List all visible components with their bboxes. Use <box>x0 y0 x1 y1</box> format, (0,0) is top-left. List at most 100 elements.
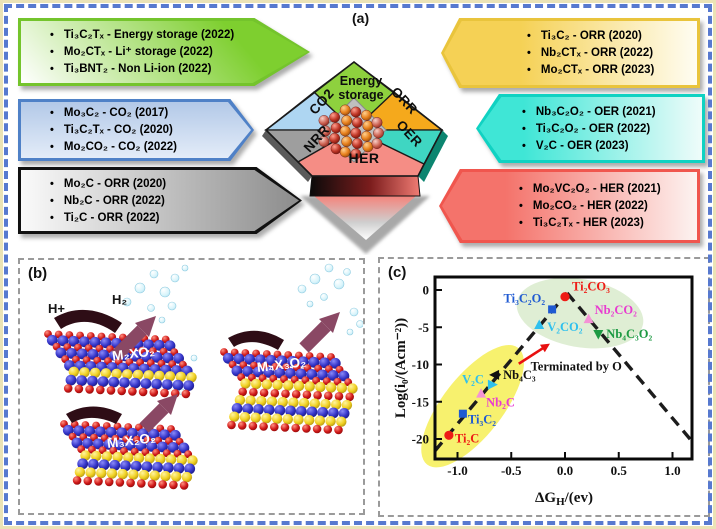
proton-arrow-slab1 <box>54 309 122 333</box>
slab-sphere <box>280 423 290 432</box>
slab-sphere <box>323 425 333 434</box>
slab-sphere <box>320 398 331 410</box>
cluster-sphere <box>318 136 330 147</box>
cluster-sphere <box>351 117 363 128</box>
banner-item: Ti₃C₂Tₓ - CO₂ (2020) <box>50 122 177 139</box>
banner-co2: Mo₃C₂ - CO₂ (2017) Ti₃C₂Tₓ - CO₂ (2020) … <box>18 99 254 161</box>
cluster-sphere <box>360 109 372 121</box>
slab-sphere <box>291 390 301 399</box>
slab-sphere <box>137 479 146 488</box>
mxene-atom-cluster <box>318 104 384 160</box>
slab-sphere <box>164 340 176 352</box>
slab-sphere <box>74 384 84 394</box>
x-axis-label: ΔGH/(ev) <box>535 490 593 508</box>
slab-sphere <box>263 404 275 416</box>
slab-sphere <box>285 405 296 417</box>
slab-sphere <box>92 438 104 450</box>
point-label: Ti₂C <box>455 431 479 445</box>
x-tick-label: 1.0 <box>664 463 680 478</box>
cluster-sphere <box>339 125 351 137</box>
x-axis-label-sub: H <box>556 496 565 508</box>
slab-sphere <box>336 382 347 394</box>
cluster-sphere <box>362 120 374 132</box>
slab-sphere <box>253 404 264 415</box>
volcano-line <box>433 291 569 452</box>
slab-sphere <box>287 355 298 367</box>
slab-sphere <box>94 477 103 486</box>
slab-sphere <box>271 413 283 424</box>
y-tick-label: 0 <box>423 283 430 298</box>
application-diamond: Energy storage CO2 ORR NRR OER HER <box>255 55 465 255</box>
slab-sphere <box>144 453 155 464</box>
bubble <box>309 273 321 285</box>
slab-sphere <box>79 367 90 378</box>
slab-sphere <box>55 347 67 359</box>
y-tick-label: -5 <box>418 320 429 335</box>
slab-sphere <box>250 412 261 423</box>
slab-sphere <box>137 428 149 440</box>
cluster-sphere <box>330 122 342 134</box>
slab-sphere <box>295 406 307 417</box>
slab-sphere <box>71 437 83 449</box>
slab-sphere <box>293 414 304 425</box>
bubble <box>324 263 334 273</box>
slab-sphere <box>87 349 99 360</box>
slab-sphere <box>231 403 243 414</box>
x-tick-label: -0.5 <box>501 463 522 478</box>
cluster-sphere <box>318 115 330 126</box>
slab-sphere <box>149 470 160 481</box>
slab-sphere <box>317 407 329 418</box>
slab-sphere <box>252 366 264 378</box>
slab-sphere <box>263 367 275 378</box>
bubble <box>181 264 189 272</box>
slab-sphere <box>146 441 158 452</box>
slab-sphere <box>124 440 136 451</box>
slab-sphere <box>347 383 358 394</box>
slab-sphere <box>141 351 152 363</box>
x-axis-label-rest: /(ev) <box>564 490 593 506</box>
banner-item: Ti₃C₂Tₓ - HER (2023) <box>519 215 661 232</box>
slab-sphere <box>222 352 234 364</box>
slab-sphere <box>233 353 245 365</box>
cluster-sphere <box>350 127 362 139</box>
slab-sphere <box>255 354 266 366</box>
banner-item: Mo₃C₂ - CO₂ (2017) <box>50 105 177 122</box>
slab-sphere <box>245 395 256 406</box>
slab-sphere <box>306 406 318 418</box>
slab-sphere <box>227 420 236 430</box>
slab-sphere <box>183 380 195 391</box>
slab-sphere <box>158 480 167 489</box>
slab-sphere <box>96 467 107 479</box>
point-Ti₃C₂O₂ <box>548 305 557 314</box>
bubble <box>356 320 363 328</box>
terminated-arrowhead <box>539 343 550 353</box>
banner-item-list: Mo₂C - ORR (2020) Nb₂C - ORR (2022) Ti₂C… <box>50 176 166 227</box>
slab-sphere <box>108 376 120 388</box>
bubble <box>343 268 351 276</box>
slab-sphere <box>100 337 112 349</box>
slab-sphere <box>291 423 301 433</box>
slab-sphere <box>288 397 299 408</box>
slab-sphere <box>181 389 191 399</box>
slab-sphere <box>101 451 113 462</box>
slab-sphere <box>238 387 247 397</box>
slab-sphere <box>68 366 80 377</box>
slab-sphere <box>114 439 126 451</box>
slab-sphere <box>104 477 114 487</box>
slab-sphere <box>123 452 134 463</box>
banner-orr-terminated: Ti₃C₂ - ORR (2020) Nb₂CTₓ - ORR (2022) M… <box>441 18 700 88</box>
slab-sphere <box>169 429 181 441</box>
banner-item: V₂C - OER (2023) <box>522 138 656 155</box>
slab-sphere <box>128 469 139 480</box>
cluster-sphere <box>329 132 340 144</box>
slab-sphere <box>141 461 153 473</box>
slab-sphere <box>129 377 141 389</box>
h-plus-label: H+ <box>48 301 65 316</box>
slab-sphere <box>274 405 286 416</box>
slab-sphere <box>98 459 110 471</box>
point-label: Nb₄C₃O₂ <box>606 327 652 341</box>
banner-item: Ti₂C - ORR (2022) <box>50 210 166 227</box>
slab-sphere <box>153 339 165 351</box>
o-terminated-ellipse <box>516 277 644 349</box>
cluster-sphere <box>350 148 362 160</box>
